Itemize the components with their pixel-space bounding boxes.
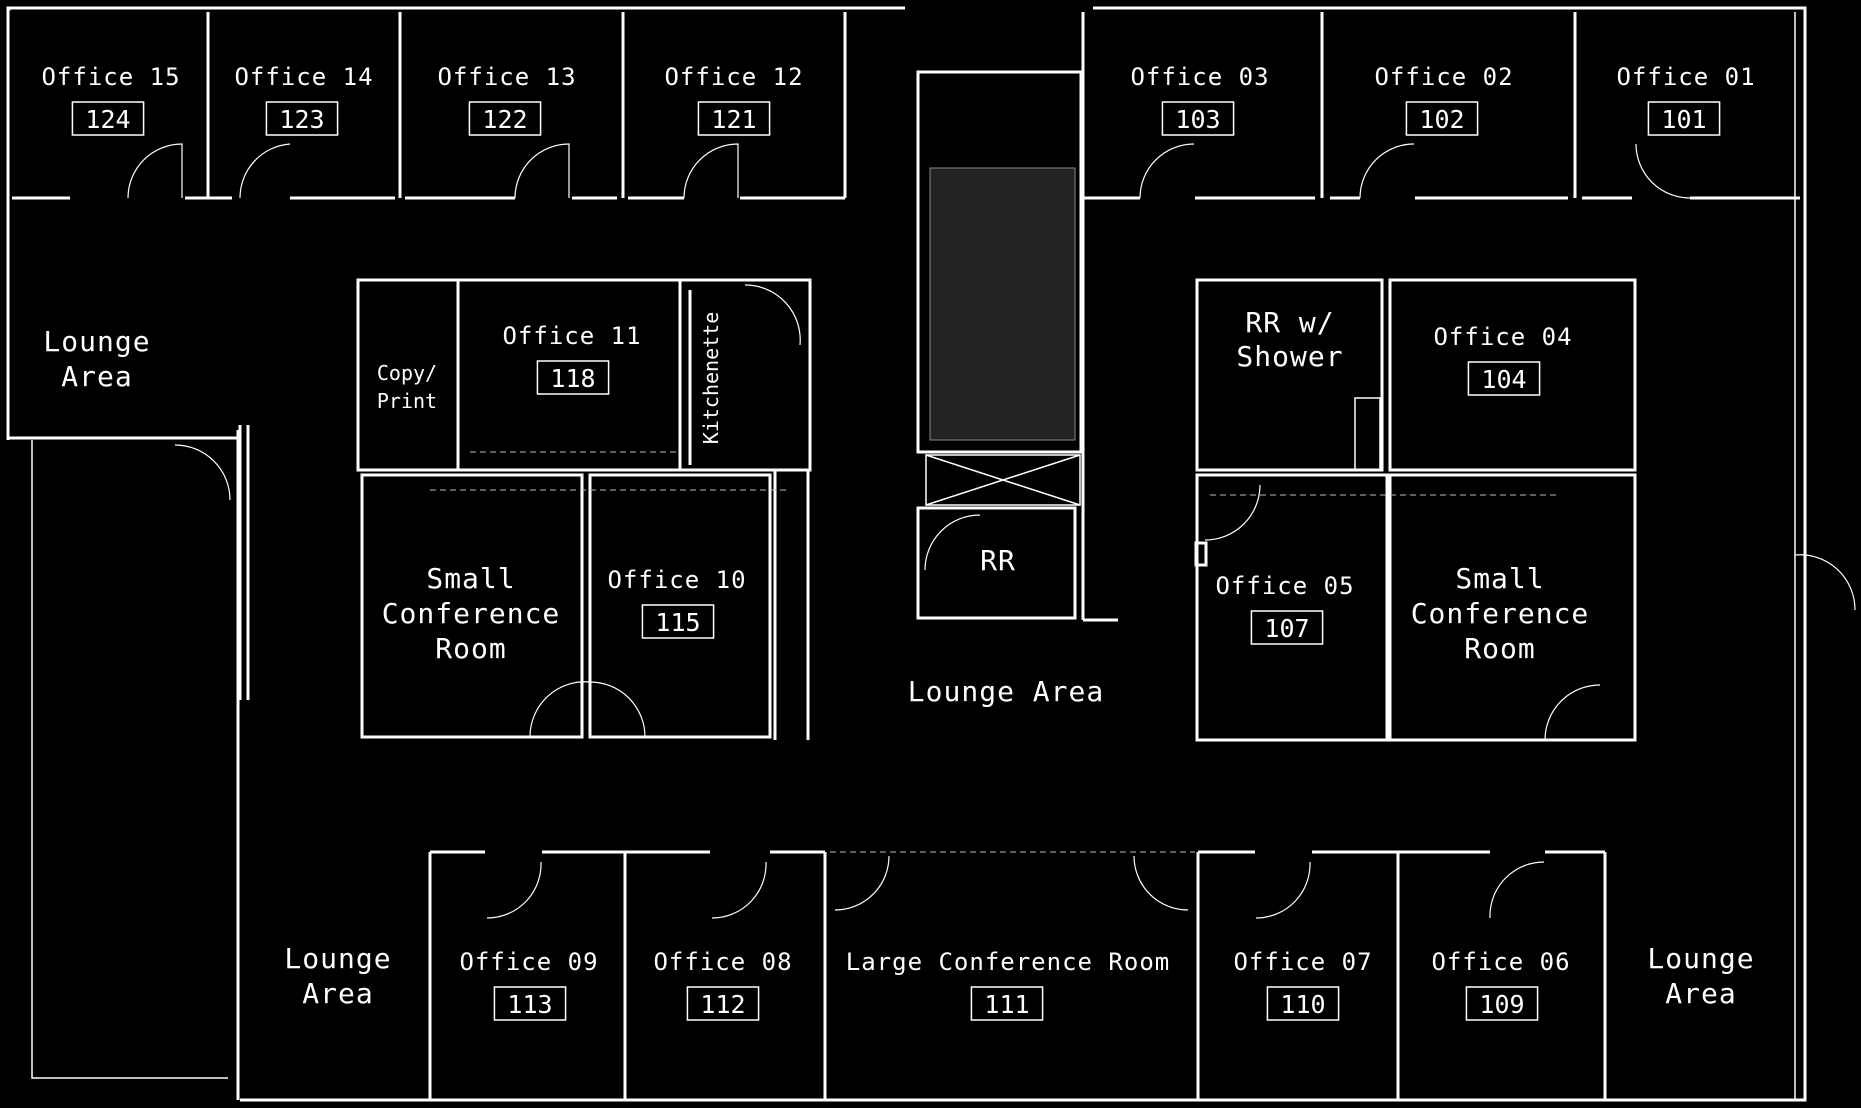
lounge-top-left-line1: Lounge	[43, 325, 150, 358]
room-number-box	[1465, 986, 1539, 1021]
room-number-box	[468, 101, 542, 136]
room-number-box	[493, 986, 567, 1021]
top-office-walls	[6, 6, 1800, 440]
office-09-label: Office 09	[459, 948, 598, 976]
lounge-bottom-right-line2: Area	[1665, 977, 1736, 1010]
office-12-number: 121	[711, 105, 756, 134]
office-15-number: 124	[85, 105, 130, 134]
stair-core	[916, 70, 1118, 622]
office-10-number: 115	[655, 608, 700, 637]
room-number-box	[686, 986, 760, 1021]
office-04-number: 104	[1481, 365, 1526, 394]
room-number-box	[1647, 101, 1721, 136]
office-11-label: Office 11	[502, 322, 641, 350]
office-12-label: Office 12	[664, 63, 803, 91]
lounge-center-label: Lounge Area	[908, 675, 1104, 708]
lounge-bottom-left-line1: Lounge	[284, 942, 391, 975]
office-04-label: Office 04	[1433, 323, 1572, 351]
room-number-box	[1266, 986, 1340, 1021]
room-number-box	[1161, 101, 1235, 136]
office-08-label: Office 08	[653, 948, 792, 976]
office-13-number: 122	[482, 105, 527, 134]
bottom-office-walls	[428, 850, 1607, 1100]
office-01-number: 101	[1661, 105, 1706, 134]
left-core-walls	[356, 278, 812, 740]
room-number-box	[536, 360, 610, 395]
room-number-boxes	[71, 101, 1721, 1021]
copy-print-line1: Copy/	[377, 361, 437, 385]
office-01-label: Office 01	[1616, 63, 1755, 91]
room-number-box	[641, 604, 715, 639]
small-conf-right-line2: Conference	[1411, 597, 1590, 630]
rr-shower-line2: Shower	[1236, 340, 1343, 373]
small-conf-right-line3: Room	[1464, 632, 1535, 665]
office-07-number: 110	[1280, 990, 1325, 1019]
room-number-box	[1467, 361, 1541, 396]
large-conference-label: Large Conference Room	[846, 948, 1170, 976]
lounge-bottom-right-line1: Lounge	[1647, 942, 1754, 975]
office-05-label: Office 05	[1215, 572, 1354, 600]
office-08-number: 112	[700, 990, 745, 1019]
room-number-box	[697, 101, 771, 136]
office-02-number: 102	[1419, 105, 1464, 134]
lounge-top-left-line2: Area	[61, 360, 132, 393]
copy-print-line2: Print	[377, 389, 437, 413]
kitchenette-label: Kitchenette	[699, 312, 723, 444]
rr-label: RR	[980, 544, 1016, 577]
door-swings	[127, 143, 1856, 919]
office-09-number: 113	[507, 990, 552, 1019]
lounge-bottom-left-line2: Area	[302, 977, 373, 1010]
office-03-label: Office 03	[1130, 63, 1269, 91]
office-05-number: 107	[1264, 614, 1309, 643]
exterior-walls	[6, 6, 1807, 1102]
small-conf-right-line1: Small	[1455, 562, 1544, 595]
room-number-box	[1405, 101, 1479, 136]
office-03-number: 103	[1175, 105, 1220, 134]
office-06-number: 109	[1479, 990, 1524, 1019]
room-number-box	[71, 101, 145, 136]
office-10-label: Office 10	[607, 566, 746, 594]
rr-shower-line1: RR w/	[1245, 306, 1334, 339]
office-02-label: Office 02	[1374, 63, 1513, 91]
small-conf-left-line3: Room	[435, 632, 506, 665]
office-07-label: Office 07	[1233, 948, 1372, 976]
office-06-label: Office 06	[1431, 948, 1570, 976]
room-number-box	[265, 101, 339, 136]
office-13-label: Office 13	[437, 63, 576, 91]
office-14-label: Office 14	[234, 63, 373, 91]
office-14-number: 123	[279, 105, 324, 134]
right-core-walls	[1194, 278, 1637, 742]
large-conference-number: 111	[984, 990, 1029, 1019]
office-11-number: 118	[550, 364, 595, 393]
room-number-box	[970, 986, 1044, 1021]
room-number-box	[1250, 610, 1324, 645]
small-conf-left-line2: Conference	[382, 597, 561, 630]
small-conf-left-line1: Small	[426, 562, 515, 595]
office-15-label: Office 15	[41, 63, 180, 91]
